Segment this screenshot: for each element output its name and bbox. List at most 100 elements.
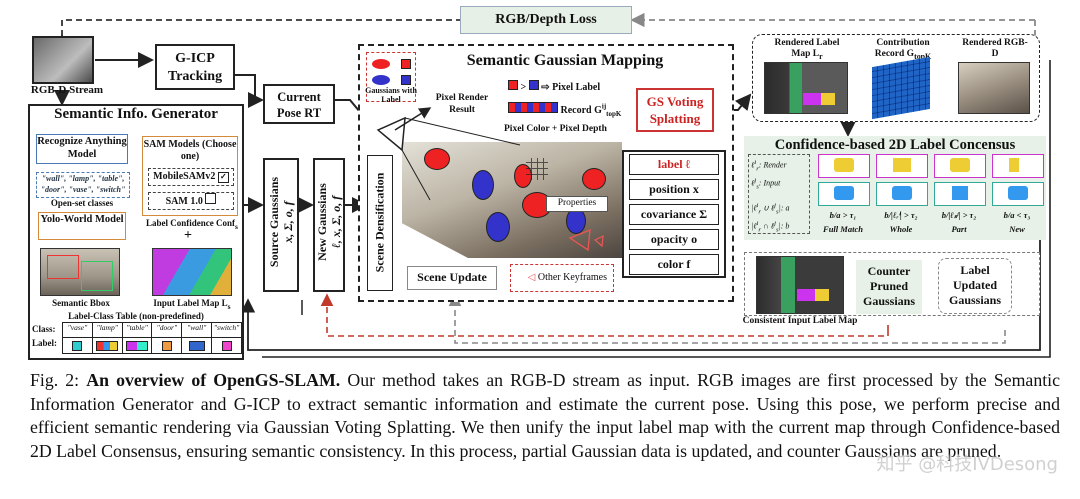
- properties-callout: Properties: [546, 196, 608, 212]
- record-row: Record GijtopK: [508, 102, 621, 118]
- record-strip-icon: [508, 102, 558, 113]
- contribution-record-text: Contribution Record GtopK: [862, 38, 944, 62]
- table-col-door: "door": [152, 323, 183, 353]
- caption-title: An overview of OpenGS-SLAM.: [86, 370, 341, 390]
- consensus-title: Confidence-based 2D Label Concensus: [774, 137, 1016, 153]
- legend-input-text: : Input: [758, 178, 781, 188]
- source-gaussians-title: Source Gaussians: [267, 176, 281, 268]
- case-part: b/|ℓₛʲ| > τ₂ Part: [932, 154, 986, 238]
- new-gaussians-title: New Gaussians: [315, 183, 329, 261]
- input-label-map-text: Input Label Map L: [153, 298, 228, 308]
- other-keyframes-box: ◁ Other Keyframes: [510, 264, 614, 292]
- label-confidence-text: Label Confidence Confs: [140, 218, 244, 231]
- caption-body: Our method takes an RGB-D stream as inpu…: [30, 370, 1060, 462]
- pixel-color-depth-label: Pixel Color + Pixel Depth: [504, 124, 607, 134]
- sam10-label: SAM 1.0: [165, 196, 203, 207]
- case-part-input: [934, 182, 986, 206]
- rgb-depth-loss-box: RGB/Depth Loss: [460, 6, 632, 34]
- table-col-lamp: "lamp": [92, 323, 123, 353]
- prop-position: position x: [629, 179, 719, 200]
- gaussian-ellipse-blue-icon: [372, 75, 390, 85]
- scene-densification-label: Scene Densification: [372, 172, 387, 273]
- consistent-label-purple: [797, 289, 815, 301]
- label-confidence-label: Label Confidence Conf: [146, 218, 236, 228]
- gaussian-red-4: [582, 168, 606, 190]
- contribution-record-sub: topK: [914, 51, 932, 61]
- source-gaussians-box: [263, 158, 299, 292]
- rgbd-stream-image: [32, 36, 94, 84]
- record-sub: topK: [606, 110, 622, 118]
- bbox-rect-1: [47, 255, 79, 279]
- semantic-bbox-image: [40, 248, 120, 296]
- source-gaussians-params: x, Σ, o, f: [281, 201, 295, 243]
- legend-union: |ℓir ∩ ℓjs|: b: [751, 219, 790, 233]
- legend-render-text: : Render: [758, 160, 787, 170]
- legend-render: ℓir: Render: [751, 159, 787, 173]
- prop-label: label ℓ: [629, 154, 719, 175]
- record-text: Record G: [560, 105, 602, 116]
- prop-opacity: opacity o: [629, 229, 719, 250]
- sam10-option[interactable]: SAM 1.0: [148, 192, 234, 210]
- label-row-label: Label:: [32, 338, 58, 348]
- legend-inter-text: : a: [780, 203, 790, 213]
- record-sup: ij: [601, 102, 607, 111]
- label-class-table: "vase" "lamp" "table" "door" "wall" "swi…: [62, 322, 242, 354]
- rgbd-stream-label: RGB-D Stream: [30, 84, 104, 96]
- counter-pruned-box: Counter Pruned Gaussians: [856, 260, 922, 314]
- open-set-classes-label: Open-set classes: [50, 198, 114, 208]
- checkbox-empty-icon[interactable]: [205, 193, 217, 204]
- plus-sign: +: [184, 228, 192, 243]
- keyframe-triangle-icon: ◁: [527, 272, 536, 283]
- label-updated-box: Label Updated Gaussians: [938, 258, 1012, 314]
- case-new-cond: b/a < τ₃: [1003, 210, 1031, 220]
- semantic-bbox-label: Semantic Bbox: [52, 298, 110, 308]
- label-swatch-door: [161, 341, 172, 351]
- mobilesam-option[interactable]: MobileSAMv2 ✓: [148, 168, 234, 186]
- legend-input: ℓjs: Input: [751, 177, 781, 191]
- pixel-render-result-label: Pixel Render Result: [435, 93, 489, 115]
- case-whole-name: Whole: [889, 224, 913, 234]
- other-keyframes-text: Other Keyframes: [537, 272, 607, 283]
- label-class-table-title: Label-Class Table (non-predefined): [68, 311, 204, 321]
- current-pose-box: Current Pose RT: [263, 84, 335, 124]
- table-col-wall: "wall": [182, 323, 213, 353]
- ram-model-box: Recognize Anything Model: [36, 134, 128, 164]
- table-class-lamp: "lamp": [92, 323, 122, 338]
- table-col-table: "table": [122, 323, 153, 353]
- case-full-match-cond: b/a > τ₁: [829, 210, 857, 220]
- prop-color: color f: [629, 254, 719, 275]
- table-class-table: "table": [122, 323, 152, 338]
- sam-models-title: SAM Models (Choose one): [143, 139, 237, 162]
- pixel-label-blue-swatch: [528, 80, 539, 90]
- case-new: b/a < τ₃ New: [990, 154, 1044, 238]
- consistent-label-yellow: [815, 289, 829, 301]
- case-full-match: b/a > τ₁ Full Match: [816, 154, 870, 238]
- table-class-wall: "wall": [182, 323, 212, 338]
- case-full-match-input: [818, 182, 870, 206]
- case-full-match-name: Full Match: [823, 224, 863, 234]
- gaussian-blue-2: [486, 212, 510, 242]
- case-whole-render: [876, 154, 928, 178]
- mobilesam-label: MobileSAMv2: [153, 171, 216, 182]
- case-whole: b/|ℓᵣⁱ| > τ₂ Whole: [874, 154, 928, 238]
- rendered-label-purple: [803, 93, 821, 105]
- bbox-rect-2: [81, 261, 113, 291]
- case-part-cond: b/|ℓₛʲ| > τ₂: [941, 210, 977, 220]
- gaussians-with-label-box: [366, 52, 416, 102]
- legend-intersection: |ℓir ∪ ℓjs|: a: [751, 201, 790, 215]
- checkbox-checked-icon[interactable]: ✓: [217, 172, 229, 183]
- case-part-render: [934, 154, 986, 178]
- table-class-door: "door": [152, 323, 182, 338]
- table-col-switch: "switch": [212, 323, 241, 353]
- scene-update-box: Scene Update: [407, 266, 497, 290]
- gaussian-ellipse-red-icon: [372, 59, 390, 69]
- consensus-legend: ℓir: Render ℓjs: Input |ℓir ∪ ℓjs|: a |ℓ…: [748, 154, 810, 234]
- consistent-label-map-text: Consistent Input Label Map: [742, 316, 858, 326]
- pixel-label-row: > ⇨ Pixel Label: [508, 80, 600, 93]
- case-full-match-render: [818, 154, 870, 178]
- case-whole-input: [876, 182, 928, 206]
- yolo-world-box: Yolo-World Model: [38, 212, 126, 240]
